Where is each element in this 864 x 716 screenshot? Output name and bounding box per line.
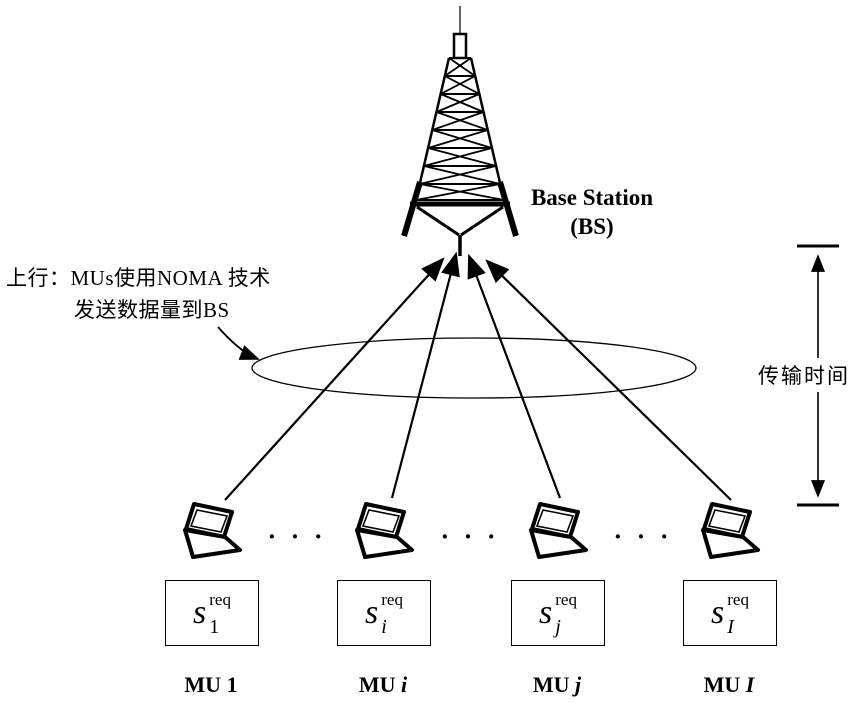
- base-station-tower: [401, 6, 519, 256]
- antenna: [452, 32, 468, 60]
- mu-label-3: MU j: [532, 672, 582, 697]
- laptop-icon-4: [701, 502, 760, 559]
- uplink-arrows: [224, 251, 732, 501]
- mu-label-2: MU i: [358, 672, 408, 697]
- uplink-arrow-2: [390, 251, 460, 499]
- uplink-note-line2: 发送数据量到BS: [74, 298, 230, 322]
- request-notation: s req 1: [193, 590, 231, 638]
- mu-label-1: MU 1: [184, 672, 238, 697]
- laptop-icon-2: [355, 502, 414, 559]
- laptop-icon-1: [183, 502, 242, 559]
- request-box-muj: s req j: [511, 580, 605, 646]
- transmission-time-label: 传输时间: [752, 358, 856, 392]
- uplink-arrow-4: [485, 259, 732, 501]
- ellipsis-dots-3: · · ·: [613, 522, 673, 551]
- mu-label-4: MU I: [703, 672, 755, 697]
- laptop-icon-3: [529, 502, 588, 559]
- tower-base: [401, 181, 519, 256]
- uplink-note-line1: 上行：MUs使用NOMA 技术: [6, 266, 271, 290]
- request-notation: s req I: [711, 590, 749, 638]
- coverage-ellipse: [251, 337, 697, 399]
- request-box-mu1: s req 1: [165, 580, 259, 646]
- base-station-label-line1: Base Station: [530, 185, 654, 210]
- ellipsis-dots-1: · · ·: [267, 522, 327, 551]
- ellipsis-dots-2: · · ·: [440, 522, 500, 551]
- request-box-mui-cap: s req I: [683, 580, 777, 646]
- uplink-arrow-1: [224, 257, 445, 501]
- uplink-arrow-3: [467, 253, 562, 499]
- base-station-label-line2: (BS): [570, 213, 614, 239]
- note-arrow: [217, 326, 260, 360]
- request-notation: s req i: [365, 590, 403, 638]
- request-box-mui: s req i: [337, 580, 431, 646]
- base-station-label: Base Station (BS): [503, 184, 681, 242]
- request-notation: s req j: [539, 590, 577, 638]
